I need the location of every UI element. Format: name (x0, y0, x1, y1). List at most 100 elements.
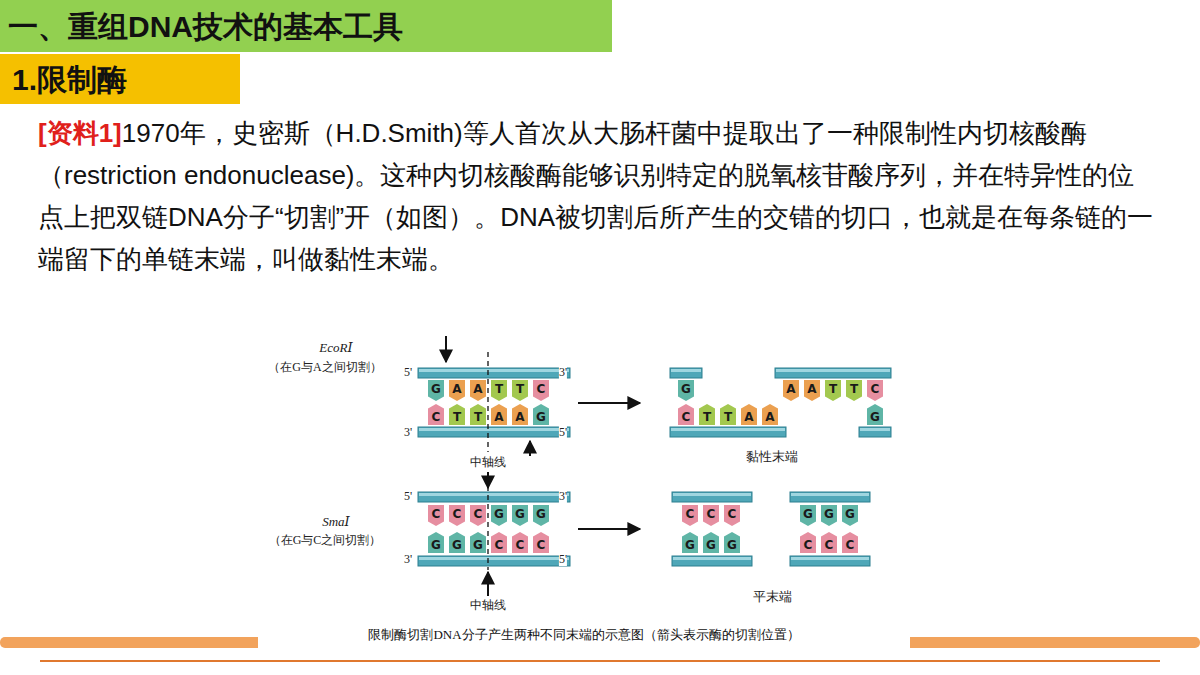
base-letter: G (803, 507, 813, 521)
strand-highlight (860, 428, 890, 431)
strand-highlight (671, 369, 701, 372)
nucleotide-base: A (491, 404, 507, 425)
nucleotide-base: G (682, 532, 698, 553)
nucleotide-base: A (449, 380, 465, 401)
footer-line (40, 660, 1160, 662)
strand-end: 5' (559, 426, 567, 439)
section-heading: 1.限制酶 (0, 54, 240, 104)
base-letter: C (804, 538, 813, 552)
base-letter: T (829, 382, 837, 396)
base-letter: A (807, 382, 816, 396)
nucleotide-base: G (491, 505, 507, 526)
end-type-label: 平末端 (753, 590, 792, 604)
strand-highlight (419, 557, 569, 560)
strand-end: 5' (404, 490, 412, 503)
base-letter: G (452, 538, 462, 552)
axis-label: 中轴线 (470, 456, 506, 469)
base-letter: C (432, 507, 441, 521)
nucleotide-base: G (470, 532, 486, 553)
base-letter: C (432, 410, 441, 424)
strand-bar (859, 427, 891, 437)
body-text: 1970年，史密斯（H.D.Smith)等人首次从大肠杆菌中提取出了一种限制性内… (38, 118, 1153, 274)
base-letter: G (536, 507, 546, 521)
base-letter: G (536, 410, 546, 424)
nucleotide-base: T (846, 380, 862, 401)
base-letter: A (786, 382, 795, 396)
strand-highlight (673, 557, 751, 560)
strand-bar (418, 492, 570, 502)
nucleotide-base: G (533, 505, 549, 526)
nucleotide-base: G (512, 505, 528, 526)
nucleotide-base: C (491, 532, 507, 553)
nucleotide-base: G (428, 532, 444, 553)
nucleotide-base: C (533, 532, 549, 553)
base-letter: G (706, 538, 716, 552)
nucleotide-base: C (703, 505, 719, 526)
nucleotide-base: T (825, 380, 841, 401)
strand-highlight (419, 369, 569, 372)
base-letter: A (494, 410, 503, 424)
base-letter: T (850, 382, 858, 396)
strand-highlight (419, 493, 569, 496)
base-letter: T (724, 410, 732, 424)
strand-bar (775, 368, 891, 378)
axis-line (487, 352, 488, 452)
nucleotide-base: A (512, 404, 528, 425)
nucleotide-base: G (724, 532, 740, 553)
nucleotide-base: C (867, 380, 883, 401)
nucleotide-base: T (720, 404, 736, 425)
nucleotide-base: G (533, 404, 549, 425)
cut-arrow (445, 336, 447, 362)
strand-bar (790, 492, 870, 502)
base-letter: T (474, 410, 482, 424)
enzyme-name: EcoRⅠ (319, 341, 352, 355)
cut-arrow (487, 472, 489, 488)
strand-highlight (791, 557, 869, 560)
nucleotide-base: A (741, 404, 757, 425)
strand-bar (418, 427, 570, 437)
base-letter: A (452, 382, 461, 396)
base-letter: C (682, 410, 691, 424)
base-letter: G (515, 507, 525, 521)
nucleotide-base: G (867, 404, 883, 425)
base-letter: C (516, 538, 525, 552)
reaction-arrow (578, 528, 640, 530)
nucleotide-base: G (821, 505, 837, 526)
nucleotide-base: A (470, 380, 486, 401)
nucleotide-base: C (533, 380, 549, 401)
strand-bar (672, 556, 752, 566)
nucleotide-base: G (842, 505, 858, 526)
base-letter: T (453, 410, 461, 424)
enzyme-name: SmaⅠ (322, 515, 350, 529)
slide-title: 一、重组DNA技术的基本工具 (8, 7, 403, 48)
nucleotide-base: A (804, 380, 820, 401)
nucleotide-base: A (783, 380, 799, 401)
nucleotide-base: A (762, 404, 778, 425)
base-letter: C (871, 382, 880, 396)
source-tag: [资料1] (38, 118, 122, 148)
heading-text: 1.限制酶 (12, 63, 127, 96)
nucleotide-base: C (724, 505, 740, 526)
nucleotide-base: C (682, 505, 698, 526)
nucleotide-base: C (428, 404, 444, 425)
nucleotide-base: T (449, 404, 465, 425)
base-letter: A (744, 410, 753, 424)
strand-end: 3' (559, 490, 567, 503)
base-letter: C (686, 507, 695, 521)
base-letter: A (765, 410, 774, 424)
strand-bar (418, 556, 570, 566)
base-letter: G (845, 507, 855, 521)
nucleotide-base: C (821, 532, 837, 553)
strand-end: 3' (404, 553, 412, 566)
paragraph: [资料1]1970年，史密斯（H.D.Smith)等人首次从大肠杆菌中提取出了一… (38, 112, 1158, 280)
base-letter: G (727, 538, 737, 552)
base-letter: T (516, 382, 524, 396)
strand-end: 3' (404, 426, 412, 439)
strand-end: 5' (404, 366, 412, 379)
strand-bar (418, 368, 570, 378)
base-letter: G (685, 538, 695, 552)
nucleotide-base: T (470, 404, 486, 425)
figure-panel (258, 330, 910, 648)
end-type-label: 黏性末端 (746, 450, 798, 464)
base-letter: C (474, 507, 483, 521)
